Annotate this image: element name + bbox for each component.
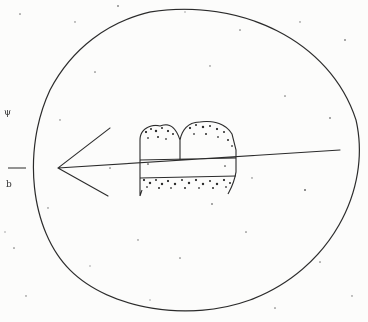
arrow: [58, 128, 340, 196]
margin-mark-top: ψ: [4, 108, 11, 118]
specimen-shape: [140, 122, 236, 197]
specimen-stipple: [143, 124, 233, 189]
paper-speckles: [4, 5, 352, 309]
outer-circle: [33, 9, 359, 311]
margin-mark-bottom: b: [6, 180, 12, 190]
